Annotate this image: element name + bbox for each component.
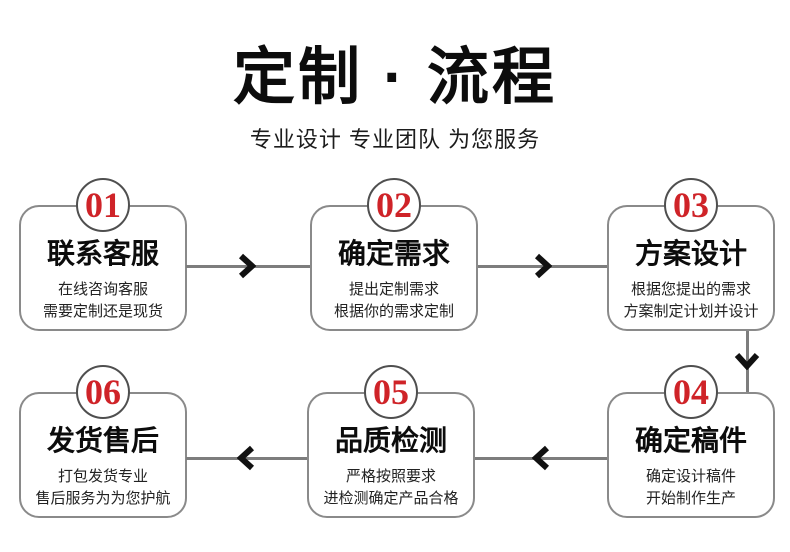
step-desc-line1: 确定设计稿件 — [645, 467, 736, 485]
arrow-right-icon — [534, 253, 552, 279]
step-card-03: 03 方案设计 根据您提出的需求 方案制定计划并设计 — [607, 178, 775, 331]
arrow-left-icon — [532, 445, 550, 471]
step-desc-line1: 根据您提出的需求 — [630, 280, 751, 298]
step-desc-line2: 根据你的需求定制 — [333, 302, 454, 320]
step-number-badge: 03 — [664, 178, 718, 232]
step-title: 发货售后 — [46, 425, 159, 456]
step-title: 确定需求 — [337, 238, 450, 269]
step-desc-line1: 严格按照要求 — [345, 467, 436, 485]
step-title: 方案设计 — [634, 238, 747, 269]
step-description: 打包发货专业 售后服务为为您护航 — [21, 466, 185, 510]
step-number-badge: 01 — [76, 178, 130, 232]
step-number-badge: 05 — [364, 365, 418, 419]
step-number-badge: 06 — [76, 365, 130, 419]
step-desc-line2: 进检测确定产品合格 — [323, 489, 459, 507]
step-description: 严格按照要求 进检测确定产品合格 — [309, 466, 473, 510]
step-card-05: 05 品质检测 严格按照要求 进检测确定产品合格 — [307, 365, 475, 518]
step-desc-line2: 开始制作生产 — [645, 489, 736, 507]
step-description: 提出定制需求 根据你的需求定制 — [312, 279, 476, 323]
step-number-badge: 02 — [367, 178, 421, 232]
arrow-left-icon — [237, 445, 255, 471]
step-card-06: 06 发货售后 打包发货专业 售后服务为为您护航 — [19, 365, 187, 518]
step-card-04: 04 确定稿件 确定设计稿件 开始制作生产 — [607, 365, 775, 518]
step-description: 根据您提出的需求 方案制定计划并设计 — [609, 279, 773, 323]
step-description: 在线咨询客服 需要定制还是现货 — [21, 279, 185, 323]
step-desc-line1: 在线咨询客服 — [57, 280, 148, 298]
arrow-down-icon — [734, 352, 760, 370]
step-card-02: 02 确定需求 提出定制需求 根据你的需求定制 — [310, 178, 478, 331]
step-desc-line2: 需要定制还是现货 — [42, 302, 163, 320]
step-title: 联系客服 — [46, 238, 159, 269]
step-desc-line2: 售后服务为为您护航 — [35, 489, 171, 507]
page-title: 定制 · 流程 — [232, 43, 558, 112]
step-desc-line2: 方案制定计划并设计 — [623, 302, 759, 320]
page-subtitle: 专业设计 专业团队 为您服务 — [249, 127, 541, 152]
connector-line-02-03 — [478, 265, 607, 268]
step-card-01: 01 联系客服 在线咨询客服 需要定制还是现货 — [19, 178, 187, 331]
connector-line-05-06 — [186, 457, 307, 460]
step-desc-line1: 打包发货专业 — [57, 467, 148, 485]
step-description: 确定设计稿件 开始制作生产 — [609, 466, 773, 510]
step-desc-line1: 提出定制需求 — [348, 280, 439, 298]
step-title: 品质检测 — [334, 425, 447, 456]
step-title: 确定稿件 — [634, 425, 747, 456]
arrow-right-icon — [238, 253, 256, 279]
step-number-badge: 04 — [664, 365, 718, 419]
